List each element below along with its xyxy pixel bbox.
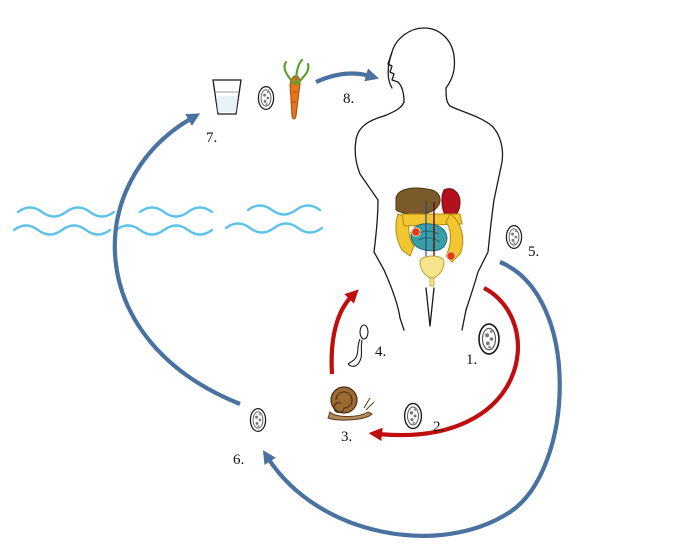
step-label-5: 5. [528,244,539,260]
host-cycle-arrows [329,286,520,442]
step-labels: 1. 2. 3. 4. 5. 6. 7. 8. [206,91,539,468]
snail-icon [327,386,375,421]
step-label-1: 1. [466,352,477,368]
carrot-icon [283,58,310,120]
egg-icon [249,407,267,433]
environment-arrows [112,68,562,538]
step-label-8: 8. [343,91,354,107]
cercaria-icon [347,324,369,367]
step-label-4: 4. [375,344,386,360]
arrow-egg-release [262,260,562,538]
step-label-3: 3. [341,429,352,445]
arrow-to-vegetation [112,113,241,406]
water-waves-icon [12,204,324,236]
digestive-organs-icon [395,187,464,287]
arrow-cercaria-to-human [329,289,359,375]
human-silhouette-icon [354,27,504,331]
step-label-2: 2. [433,419,444,435]
egg-icon [478,323,500,355]
step-label-7: 7. [206,130,217,146]
step-label-6: 6. [233,452,244,468]
arrow-to-snail [368,286,520,442]
egg-icon [505,224,523,250]
water-glass-icon [212,79,242,115]
arrow-ingestion [315,68,380,84]
egg-icon [403,402,423,430]
egg-icon [257,85,275,111]
